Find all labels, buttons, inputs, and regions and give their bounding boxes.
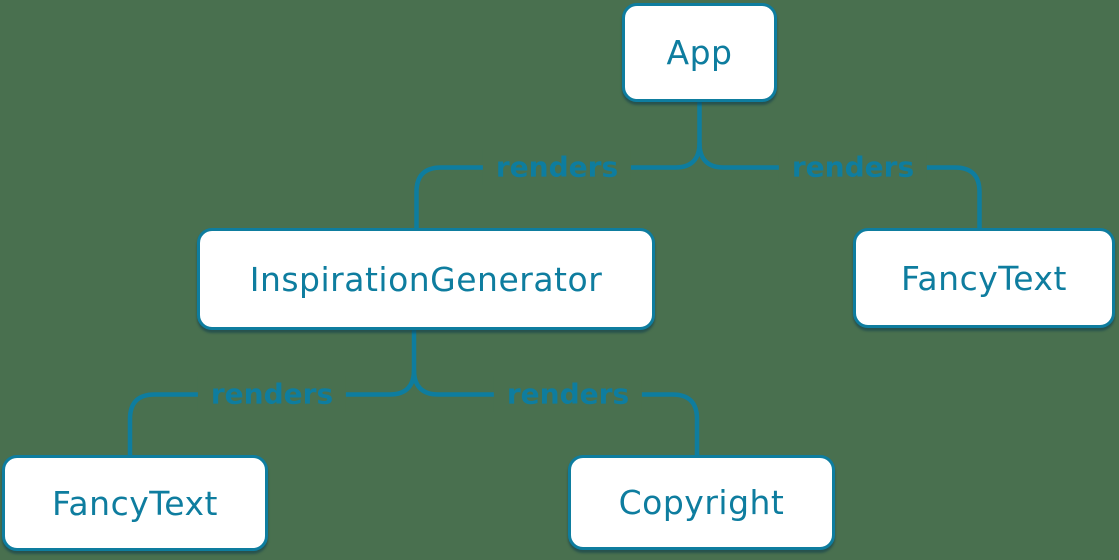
node-fancytext-top-label: FancyText — [900, 258, 1067, 298]
edge-label-renders: renders — [778, 148, 928, 186]
node-fancytext-bottom-label: FancyText — [51, 483, 218, 523]
connector-app-to-fancytext — [697, 142, 982, 230]
edge-label-renders: renders — [482, 148, 632, 186]
edge-label-renders: renders — [197, 375, 347, 413]
node-copyright-label: Copyright — [618, 483, 785, 522]
node-inspiration-generator-label: InspirationGenerator — [249, 259, 603, 299]
node-fancytext-bottom: FancyText — [2, 455, 268, 551]
node-app: App — [622, 3, 777, 102]
node-app-label: App — [666, 33, 733, 72]
edge-label-renders: renders — [493, 375, 643, 413]
node-fancytext-top: FancyText — [853, 228, 1115, 328]
connector-inspirationgenerator-to-copyright — [411, 369, 700, 457]
node-copyright: Copyright — [568, 455, 835, 550]
node-inspiration-generator: InspirationGenerator — [197, 228, 655, 330]
